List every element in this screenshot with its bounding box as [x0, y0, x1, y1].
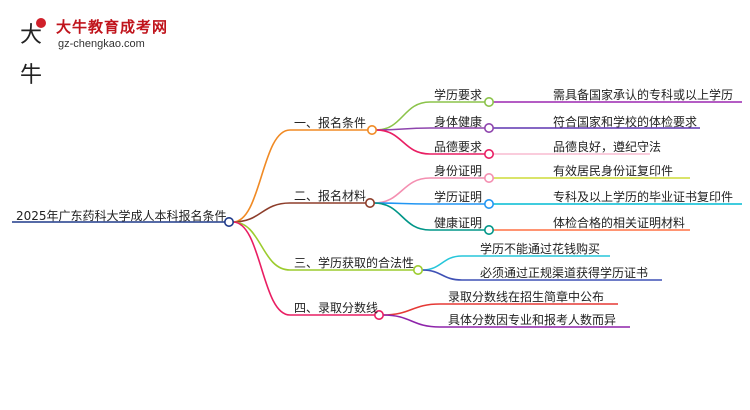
- branch-1-child-1: 学历要求: [434, 88, 483, 102]
- branch-2-toggle[interactable]: [364, 198, 375, 209]
- branch-2-connector: [232, 202, 291, 223]
- branch-2-child-1-connector: [373, 177, 431, 204]
- branch-2-child-1-toggle[interactable]: [483, 173, 494, 184]
- branch-3-child-2-connector: [421, 269, 463, 281]
- branch-2-child-3-detail: 体检合格的相关证明材料: [553, 216, 686, 230]
- branch-3-child-1-connector: [421, 255, 463, 271]
- branch-2-child-3: 健康证明: [434, 216, 483, 230]
- branch-2-child-3-toggle[interactable]: [483, 225, 494, 236]
- branch-2-child-2: 学历证明: [434, 190, 483, 204]
- branch-3-label: 三、学历获取的合法性: [294, 256, 415, 270]
- branch-2-child-1: 身份证明: [434, 164, 483, 178]
- branch-1-child-1-toggle[interactable]: [483, 97, 494, 108]
- branch-1-child-1-detail: 需具备国家承认的专科或以上学历: [553, 88, 734, 102]
- branch-1-connector: [232, 129, 291, 223]
- branch-1-child-3: 品德要求: [434, 140, 483, 154]
- branch-4-label: 四、录取分数线: [294, 301, 379, 315]
- branch-3-toggle[interactable]: [412, 264, 423, 275]
- logo-dot: [36, 18, 46, 28]
- branch-4-child-2-connector: [382, 314, 441, 328]
- branch-4-child-1-connector: [382, 303, 441, 316]
- branch-3-child-2: 必须通过正规渠道获得学历证书: [480, 266, 649, 280]
- branch-3-child-1: 学历不能通过花钱购买: [480, 242, 601, 256]
- brand-url: gz-chengkao.com: [58, 38, 145, 50]
- branch-4-connector: [232, 221, 291, 316]
- branch-1-child-3-toggle[interactable]: [483, 149, 494, 160]
- branch-1-label: 一、报名条件: [294, 116, 367, 130]
- branch-3-connector: [232, 221, 291, 271]
- branch-2-label: 二、报名材料: [294, 189, 367, 203]
- logo-mark-text: 大牛: [20, 23, 43, 88]
- branch-2-child-2-detail: 专科及以上学历的毕业证书复印件: [553, 190, 734, 204]
- branch-4-child-2: 具体分数因专业和报考人数而异: [448, 313, 617, 327]
- branch-1-child-2-detail: 符合国家和学校的体检要求: [553, 115, 698, 129]
- bull-logo-icon: 大牛: [20, 16, 60, 88]
- branch-4-child-1: 录取分数线在招生简章中公布: [448, 290, 605, 304]
- branch-1-child-3-detail: 品德良好，遵纪守法: [553, 140, 662, 154]
- root-node: 2025年广东药科大学成人本科报名条件: [16, 209, 227, 223]
- branch-2-child-3-connector: [373, 202, 431, 231]
- brand-logo[interactable]: 大牛 大牛教育成考网 gz-chengkao.com: [14, 14, 214, 88]
- branch-1-child-3-connector: [375, 129, 431, 155]
- branch-4-toggle[interactable]: [373, 309, 384, 320]
- branch-2-child-1-detail: 有效居民身份证复印件: [553, 164, 674, 178]
- branch-1-child-2-toggle[interactable]: [483, 123, 494, 134]
- brand-name: 大牛教育成考网: [56, 18, 169, 36]
- branch-1-toggle[interactable]: [366, 125, 377, 136]
- branch-1-child-2: 身体健康: [434, 115, 483, 129]
- root-toggle[interactable]: [224, 217, 235, 228]
- branch-1-child-1-connector: [375, 101, 431, 131]
- branch-2-child-2-toggle[interactable]: [483, 199, 494, 210]
